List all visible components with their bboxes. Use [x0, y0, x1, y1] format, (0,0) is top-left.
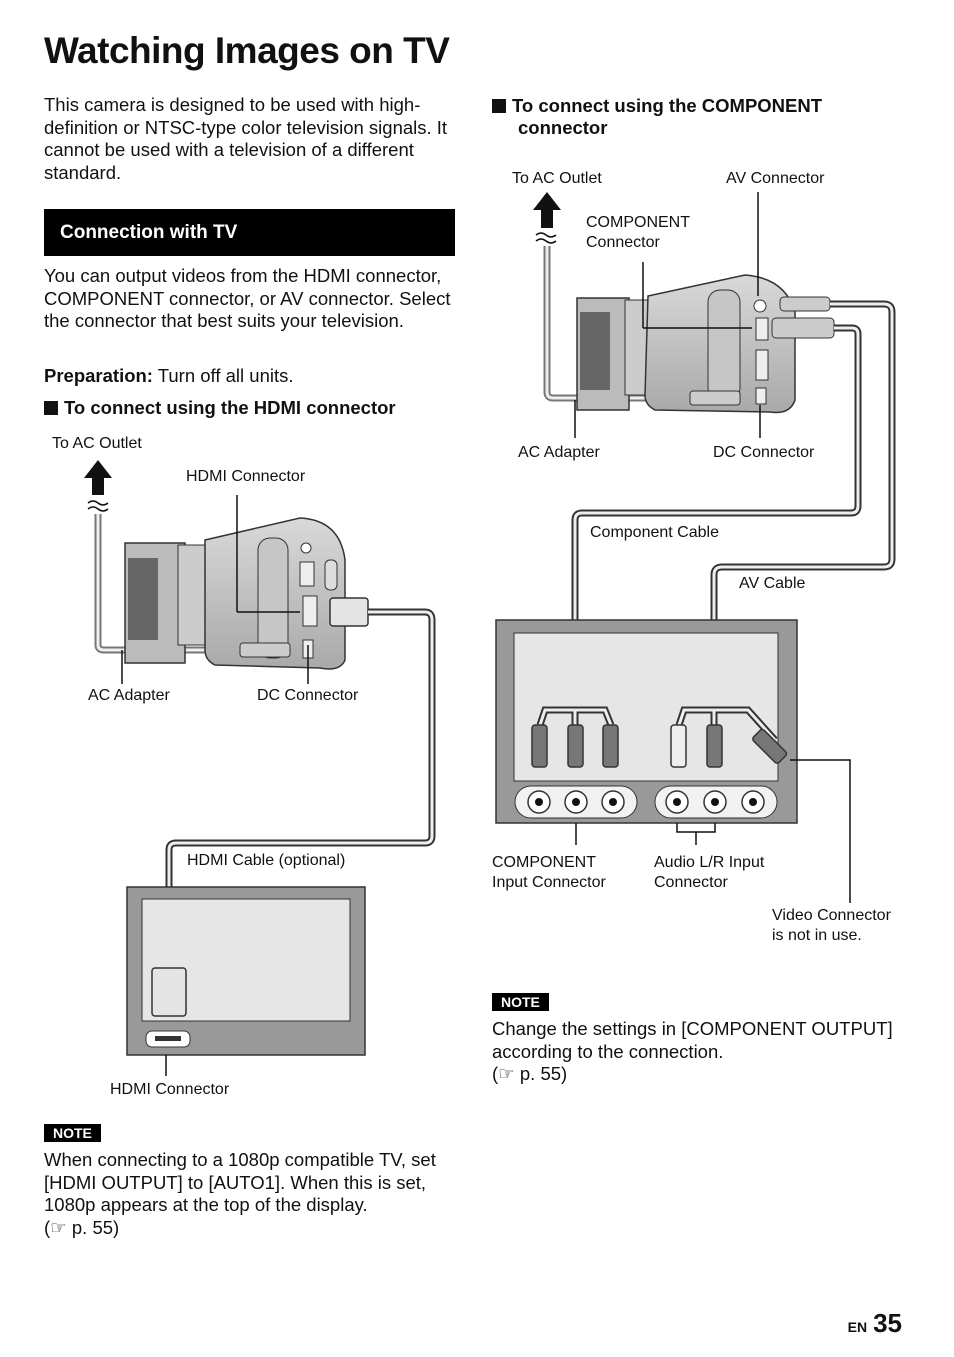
preparation-text: Turn off all units. [152, 365, 294, 386]
hdmi-note-body: When connecting to a 1080p compatible TV… [44, 1149, 436, 1215]
page-number: 35 [873, 1308, 902, 1338]
comp-label-component-input-line2: Input Connector [492, 874, 606, 891]
hdmi-diagram [84, 460, 436, 1076]
comp-label-ac-adapter: AC Adapter [518, 444, 600, 461]
component-heading-line2: connector [518, 117, 608, 138]
hdmi-note-text: When connecting to a 1080p compatible TV… [44, 1149, 456, 1239]
hdmi-label-ac-adapter: AC Adapter [88, 687, 170, 704]
page-number-footer: EN 35 [848, 1308, 902, 1339]
comp-label-audio-input: Audio L/R Input Connector [654, 853, 764, 893]
component-note-body: Change the settings in [COMPONENT OUTPUT… [492, 1018, 893, 1062]
hdmi-heading-text: To connect using the HDMI connector [64, 397, 396, 418]
preparation-line: Preparation: Turn off all units. [44, 365, 459, 388]
hdmi-label-dc-connector: DC Connector [257, 687, 359, 704]
comp-label-component-connector: COMPONENT Connector [586, 213, 690, 253]
ac-outlet-arrow-icon [533, 192, 561, 244]
component-note-text: Change the settings in [COMPONENT OUTPUT… [492, 1018, 912, 1086]
comp-label-video-connector: Video Connector is not in use. [772, 906, 891, 946]
hdmi-note-tag: NOTE [44, 1124, 101, 1142]
square-bullet-icon [492, 99, 506, 113]
comp-label-component-input: COMPONENT Input Connector [492, 853, 606, 893]
hdmi-label-hdmi-cable: HDMI Cable (optional) [187, 852, 346, 869]
comp-label-component-connector-line1: COMPONENT [586, 214, 690, 231]
comp-label-component-input-line1: COMPONENT [492, 854, 596, 871]
comp-label-component-cable: Component Cable [590, 524, 719, 541]
component-diagram [495, 192, 896, 903]
section-header-bar: Connection with TV [44, 209, 455, 256]
camcorder-illustration [576, 274, 796, 414]
component-note-tag: NOTE [492, 993, 549, 1011]
component-heading-line1: To connect using the COMPONENT [512, 95, 823, 116]
hdmi-heading: To connect using the HDMI connector [44, 397, 396, 419]
intro-paragraph: This camera is designed to be used with … [44, 94, 448, 183]
hdmi-label-ac-outlet: To AC Outlet [52, 435, 142, 452]
hdmi-label-hdmi-connector-tv: HDMI Connector [110, 1081, 230, 1098]
comp-label-video-connector-line2: is not in use. [772, 927, 862, 944]
hdmi-note-ref: (☞ p. 55) [44, 1216, 120, 1238]
comp-label-audio-input-line2: Connector [654, 874, 728, 891]
language-code: EN [847, 1319, 868, 1335]
comp-label-ac-outlet: To AC Outlet [512, 170, 602, 187]
section-paragraph: You can output videos from the HDMI conn… [44, 265, 451, 331]
comp-label-component-connector-line2: Connector [586, 234, 660, 251]
section-title: Connection with TV [60, 222, 238, 243]
component-heading: To connect using the COMPONENT connector [492, 95, 932, 139]
comp-label-av-connector: AV Connector [726, 170, 825, 187]
comp-label-av-cable: AV Cable [739, 575, 806, 592]
camcorder-illustration [124, 517, 346, 670]
comp-label-video-connector-line1: Video Connector [772, 907, 891, 924]
page-title: Watching Images on TV [44, 30, 450, 71]
square-bullet-icon [44, 401, 58, 415]
comp-label-audio-input-line1: Audio L/R Input [654, 854, 765, 871]
component-note-ref: (☞ p. 55) [492, 1063, 568, 1084]
comp-label-dc-connector: DC Connector [713, 444, 815, 461]
preparation-label: Preparation: [44, 365, 153, 386]
ac-outlet-arrow-icon [84, 460, 112, 512]
hdmi-label-hdmi-connector-cam: HDMI Connector [186, 468, 306, 485]
